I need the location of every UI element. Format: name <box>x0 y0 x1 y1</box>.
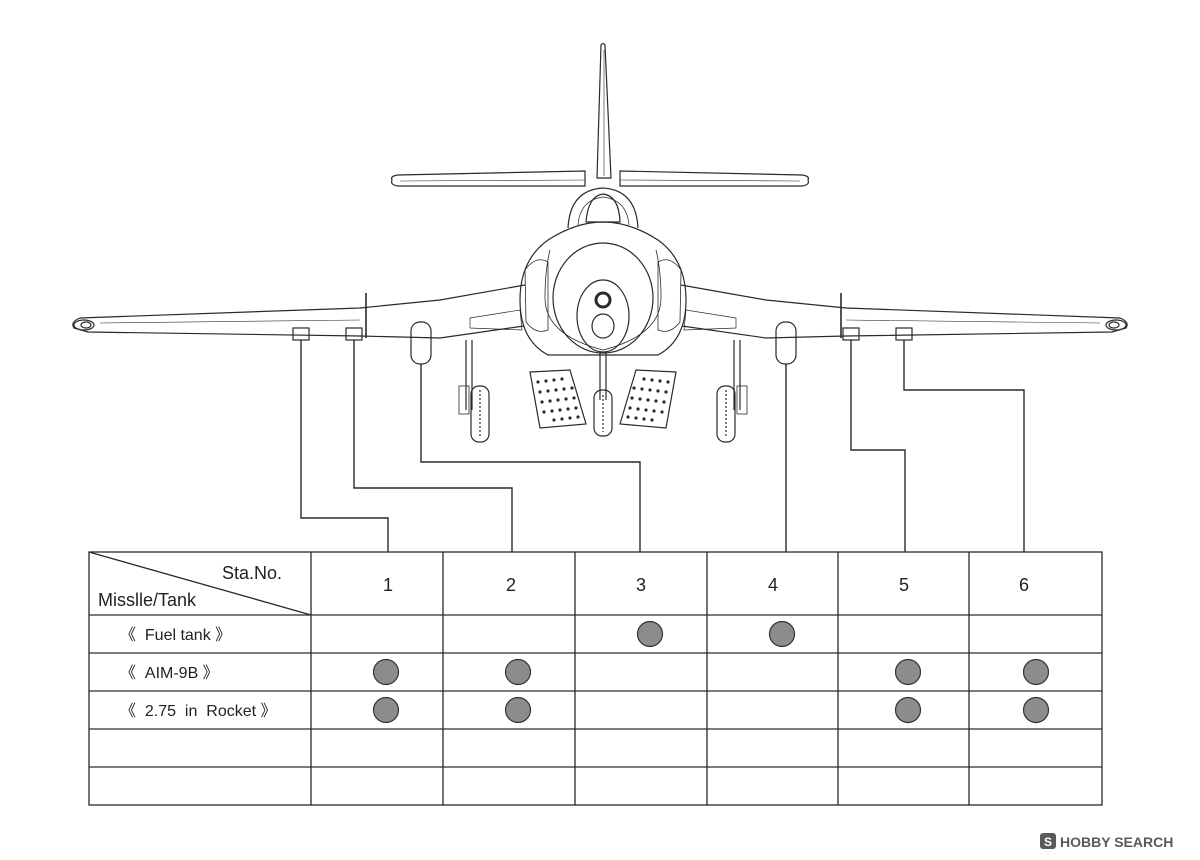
aircraft-front-view-illustration <box>72 42 1128 443</box>
header-station-number-label: Sta.No. <box>222 563 282 583</box>
mark-row1-station3 <box>636 620 664 648</box>
watermark-text: HOBBY SEARCH <box>1060 834 1173 850</box>
corner-diagonal <box>88 551 312 616</box>
mark-row2-station6 <box>1022 658 1050 686</box>
leader-line-station-1 <box>300 340 389 552</box>
compatibility-marks <box>372 620 1050 724</box>
station-header-6: 6 <box>1019 575 1029 595</box>
leader-line-station-6 <box>903 340 1025 552</box>
station-header-4: 4 <box>768 575 778 595</box>
leader-line-station-5 <box>850 340 906 552</box>
mark-row1-station4 <box>768 620 796 648</box>
station-header-1: 1 <box>383 575 393 595</box>
station-header-2: 2 <box>506 575 516 595</box>
loadout-table: Sta.No. Misslle/Tank 1 2 3 4 5 6 《 Fuel … <box>88 551 1103 806</box>
mark-row2-station5 <box>894 658 922 686</box>
mark-row3-station6 <box>1022 696 1050 724</box>
station-header-5: 5 <box>899 575 909 595</box>
mark-row3-station1 <box>372 696 400 724</box>
leader-line-station-2 <box>353 340 513 552</box>
mark-row2-station2 <box>504 658 532 686</box>
station-leader-lines <box>300 340 1025 552</box>
watermark-logo-letter: S <box>1044 835 1052 849</box>
mark-row3-station2 <box>504 696 532 724</box>
station-header-3: 3 <box>636 575 646 595</box>
watermark-logo-icon <box>1040 833 1056 849</box>
row-label-aim-9b: 《 AIM-9B 》 <box>120 665 219 682</box>
mark-row2-station1 <box>372 658 400 686</box>
hobby-search-watermark: S HOBBY SEARCH <box>1040 833 1173 850</box>
table-grid <box>88 551 1103 806</box>
header-missile-tank-label: Misslle/Tank <box>98 590 197 610</box>
row-label-rocket: 《 2.75 in Rocket 》 <box>120 703 277 720</box>
leader-line-station-3 <box>420 364 641 552</box>
mark-row3-station5 <box>894 696 922 724</box>
row-label-fuel-tank: 《 Fuel tank 》 <box>120 627 231 644</box>
